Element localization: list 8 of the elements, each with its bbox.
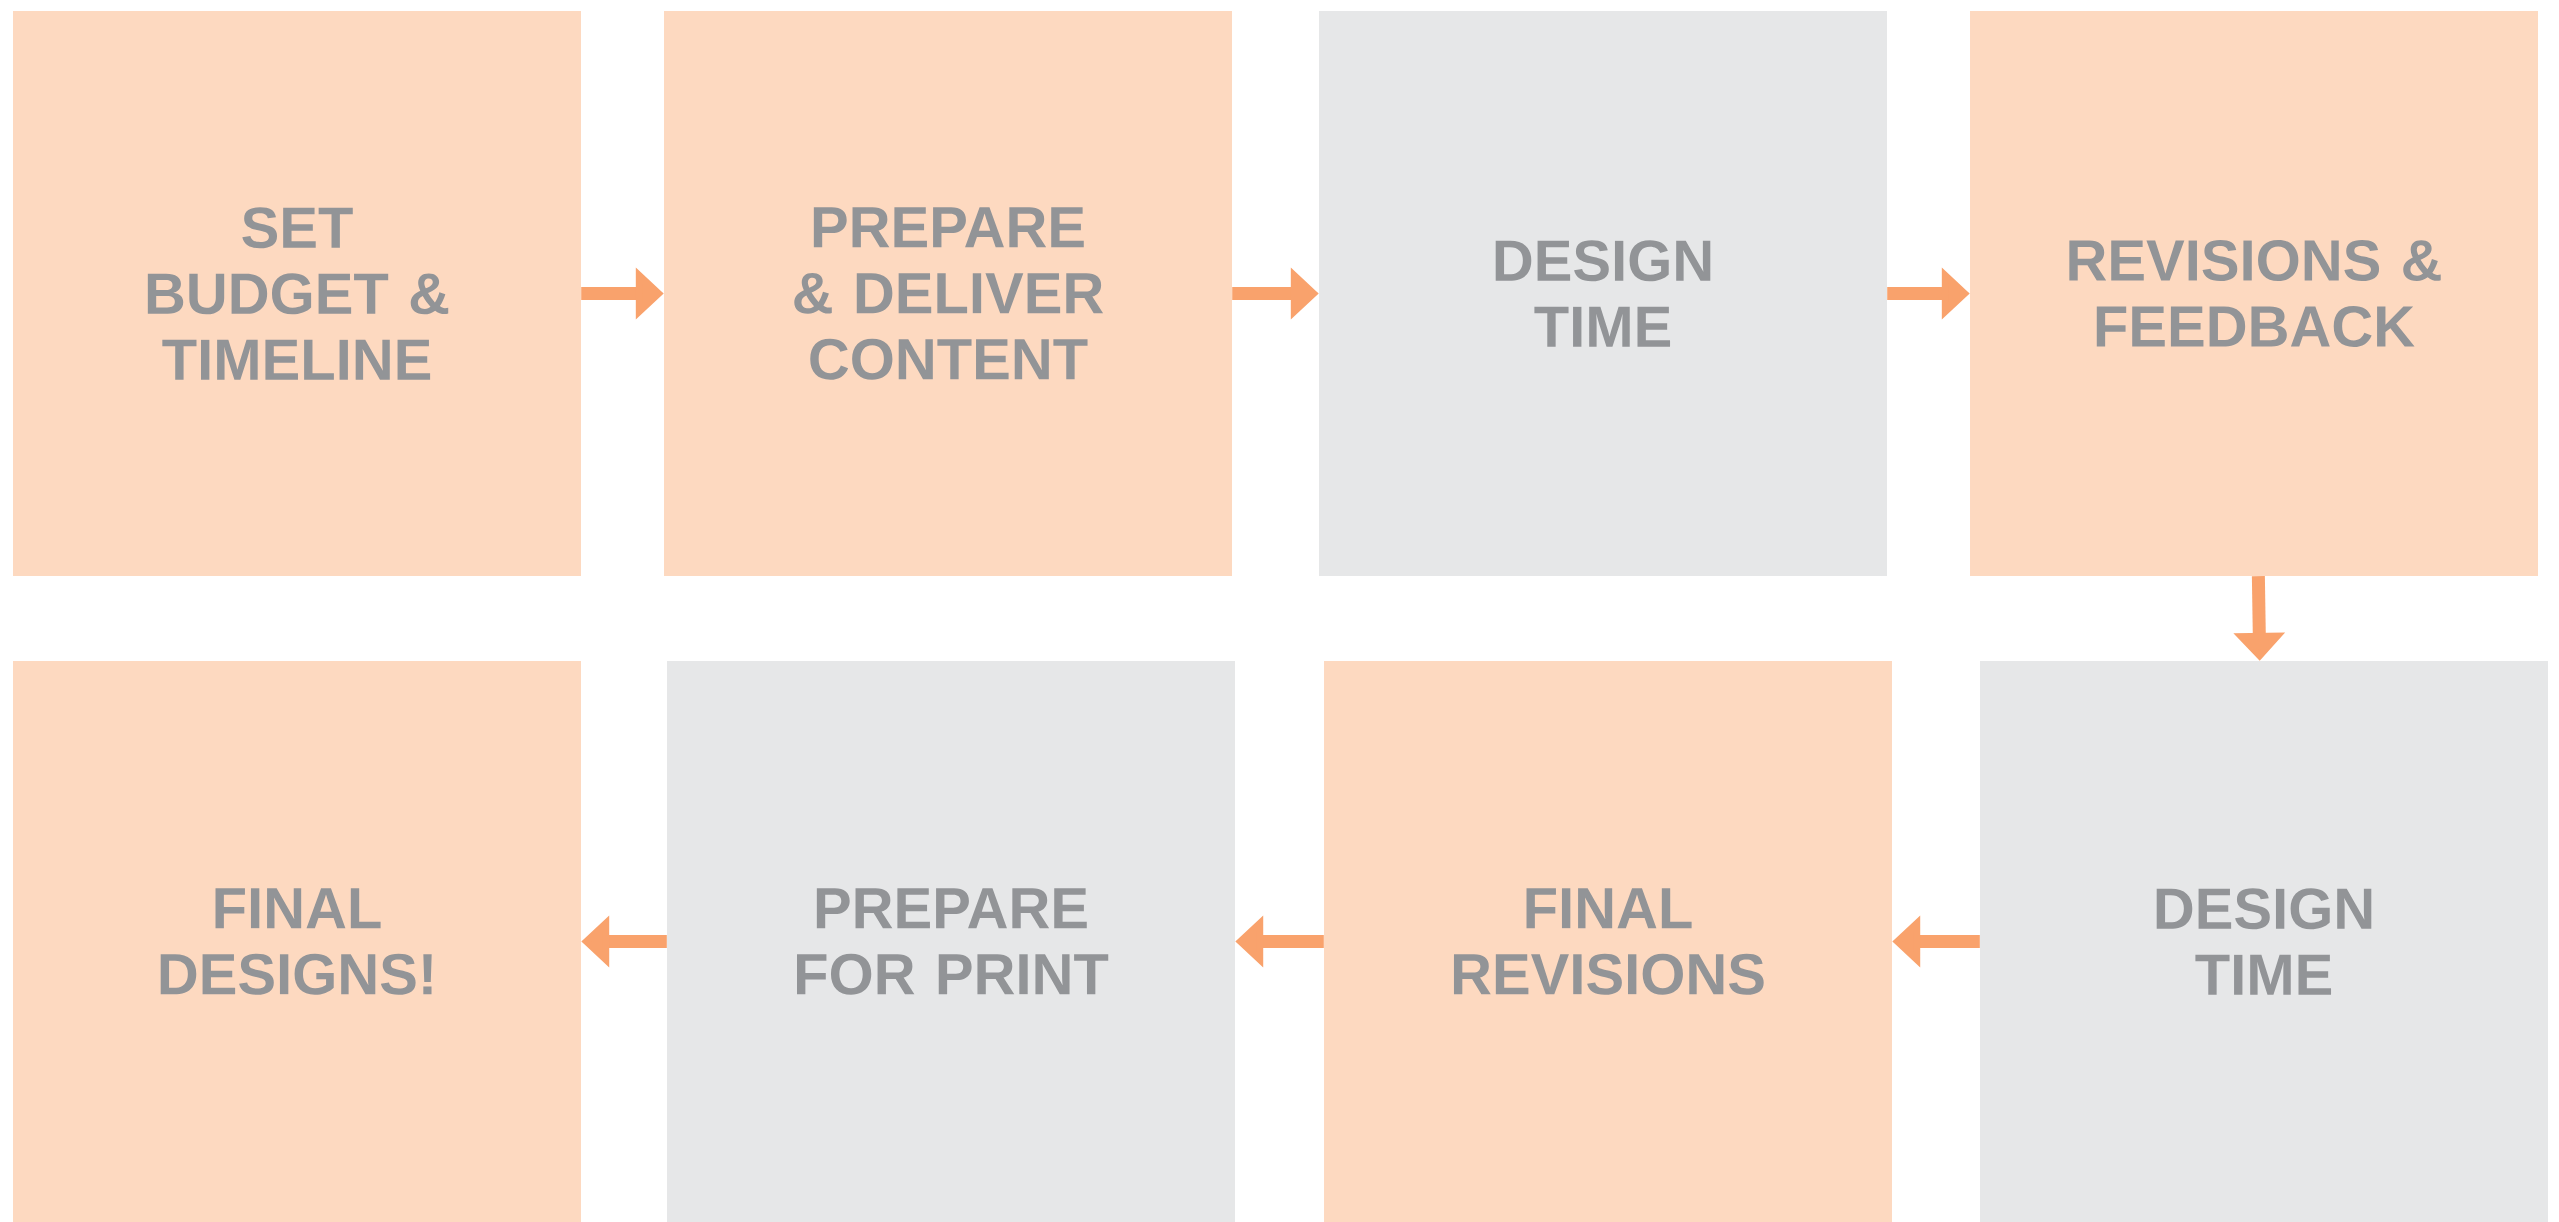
step-box: REVISIONS & FEEDBACK xyxy=(1970,11,2538,576)
step-box: SET BUDGET & TIMELINE xyxy=(13,11,581,576)
step-box: PREPARE FOR PRINT xyxy=(667,661,1235,1222)
step-box: FINAL REVISIONS xyxy=(1324,661,1892,1222)
step-box: FINAL DESIGNS! xyxy=(13,661,581,1222)
step-box: DESIGN TIME xyxy=(1980,661,2548,1222)
step-box: PREPARE & DELIVER CONTENT xyxy=(664,11,1232,576)
step-box: DESIGN TIME xyxy=(1319,11,1887,576)
